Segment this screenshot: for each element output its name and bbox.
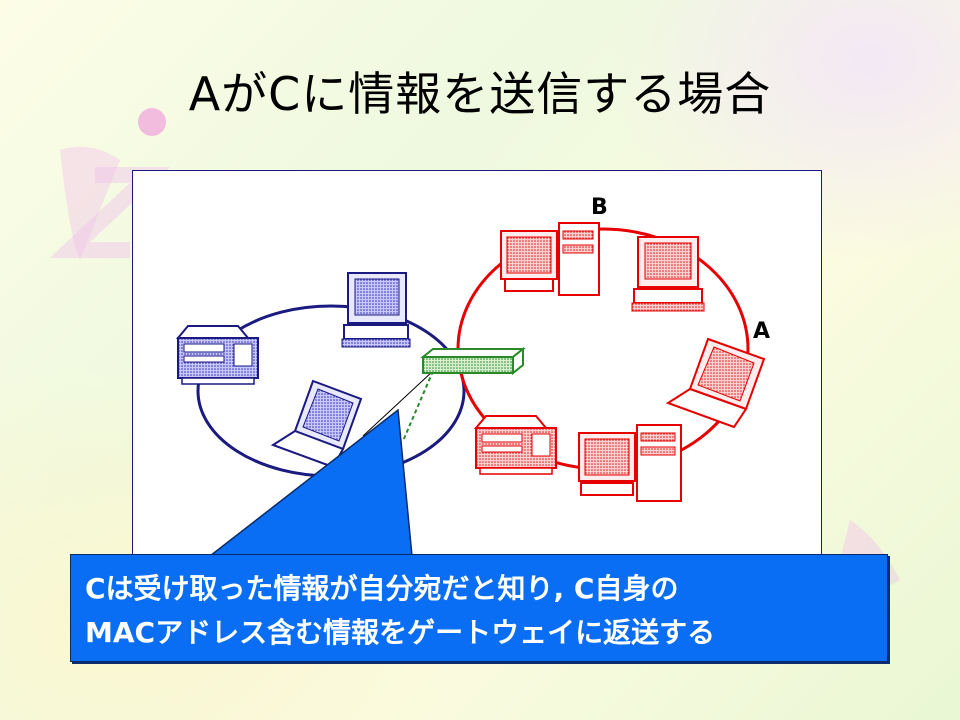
hub-link-dashed <box>402 370 434 442</box>
callout-line-1: Cは受け取った情報が自分宛だと知り, C自身の <box>85 572 679 605</box>
desktop-icon-right-bottom <box>578 424 682 502</box>
node-label-a: A <box>753 319 771 344</box>
laptop-icon-a <box>665 337 766 429</box>
desktop-icon-left <box>341 272 411 348</box>
printer-icon-right <box>473 415 557 475</box>
desktop-icon-right-top <box>631 236 705 312</box>
slide-title: AがCに情報を送信する場合 <box>188 67 772 121</box>
desktop-icon-b <box>500 222 600 296</box>
laptop-icon-c <box>270 379 363 469</box>
node-label-b: B <box>591 195 608 220</box>
network-diagram: B A <box>132 170 822 562</box>
network-switch-icon <box>420 346 526 376</box>
callout-line-2: MACアドレス含む情報をゲートウェイに返送する <box>85 616 716 649</box>
explanation-callout: Cは受け取った情報が自分宛だと知り, C自身の MACアドレス含む情報をゲートウ… <box>70 554 888 662</box>
printer-icon-left <box>175 325 259 385</box>
callout-pointer-line <box>362 370 434 437</box>
